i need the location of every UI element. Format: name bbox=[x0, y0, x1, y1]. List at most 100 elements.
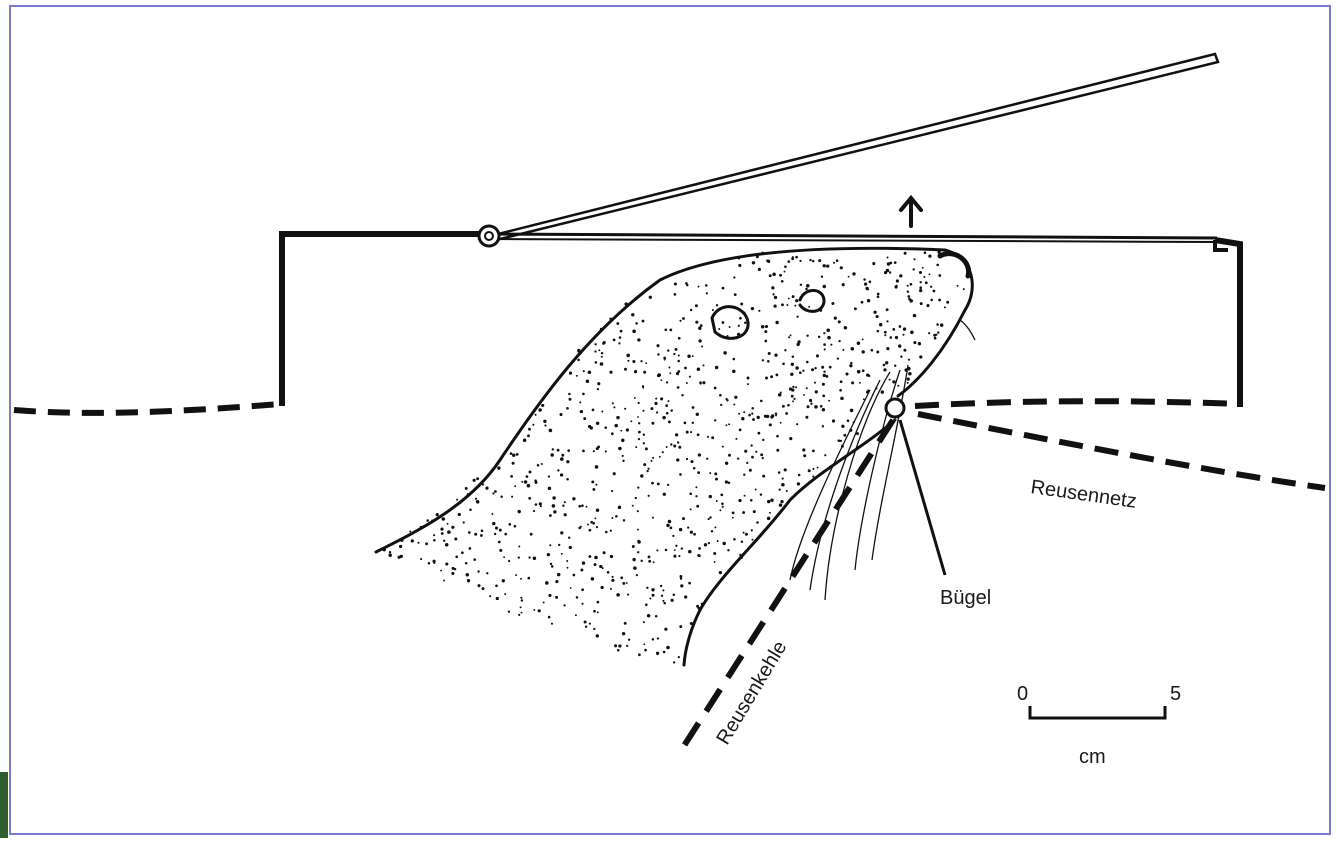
stipple-dot bbox=[836, 259, 839, 262]
stipple-dot bbox=[656, 549, 658, 551]
stipple-dot bbox=[784, 468, 787, 471]
stipple-dot bbox=[752, 418, 755, 421]
stipple-dot bbox=[568, 393, 571, 396]
stipple-dot bbox=[504, 533, 507, 536]
stipple-dot bbox=[580, 526, 582, 528]
stipple-dot bbox=[782, 363, 785, 366]
stipple-dot bbox=[558, 544, 560, 546]
stipple-dot bbox=[592, 488, 595, 491]
stipple-dot bbox=[551, 565, 554, 568]
stipple-dot bbox=[775, 321, 778, 324]
stipple-dot bbox=[593, 610, 596, 613]
stipple-dot bbox=[684, 367, 687, 370]
stipple-dot bbox=[716, 500, 718, 502]
stipple-dot bbox=[823, 285, 826, 288]
stipple-dot bbox=[689, 376, 691, 378]
stipple-dot bbox=[677, 360, 680, 363]
stipple-dot bbox=[779, 503, 783, 507]
stipple-dot bbox=[743, 474, 745, 476]
stipple-dot bbox=[637, 551, 639, 553]
stipple-dot bbox=[693, 533, 696, 536]
stipple-dot bbox=[601, 352, 603, 354]
stipple-dot bbox=[697, 433, 700, 436]
stipple-dot bbox=[761, 325, 765, 329]
stipple-dot bbox=[722, 506, 724, 508]
stipple-dot bbox=[388, 553, 391, 556]
stipple-dot bbox=[739, 429, 742, 432]
stipple-dot bbox=[715, 478, 718, 481]
stipple-dot bbox=[718, 328, 720, 330]
stipple-dot bbox=[665, 404, 668, 407]
stipple-dot bbox=[508, 611, 510, 613]
stipple-dot bbox=[847, 419, 850, 422]
stipple-dot bbox=[716, 304, 718, 306]
stipple-dot bbox=[806, 284, 810, 288]
stipple-dot bbox=[670, 599, 673, 602]
stipple-dot bbox=[389, 551, 391, 553]
stipple-dot bbox=[660, 397, 663, 400]
stipple-dot bbox=[474, 533, 477, 536]
stipple-dot bbox=[765, 377, 768, 380]
label-throat: Reusenkehle bbox=[712, 637, 791, 748]
stipple-dot bbox=[780, 392, 782, 394]
stipple-dot bbox=[826, 264, 829, 267]
stipple-dot bbox=[850, 409, 854, 413]
stipple-dot bbox=[826, 328, 830, 332]
stipple-dot bbox=[875, 387, 877, 389]
stipple-dot bbox=[594, 563, 597, 566]
stipple-dot bbox=[669, 372, 671, 374]
stipple-dot bbox=[862, 369, 865, 372]
stipple-dot bbox=[614, 424, 618, 428]
stipple-dot bbox=[672, 535, 674, 537]
stipple-dot bbox=[788, 336, 790, 338]
stipple-dot bbox=[706, 458, 708, 460]
stipple-dot bbox=[643, 463, 646, 466]
stipple-dot bbox=[595, 465, 599, 469]
stipple-dot bbox=[549, 544, 551, 546]
stipple-dot bbox=[533, 510, 535, 512]
stipple-dot bbox=[561, 553, 563, 555]
stipple-dot bbox=[919, 289, 922, 292]
stipple-dot bbox=[812, 450, 815, 453]
stipple-dot bbox=[656, 344, 659, 347]
stipple-dot bbox=[477, 584, 480, 587]
stipple-dot bbox=[603, 551, 606, 554]
stipple-dot bbox=[792, 295, 795, 298]
stipple-dot bbox=[789, 387, 792, 390]
stipple-dot bbox=[638, 402, 640, 404]
stipple-dot bbox=[503, 556, 505, 558]
stipple-dot bbox=[733, 403, 735, 405]
stipple-dot bbox=[775, 373, 778, 376]
stipple-dot bbox=[620, 330, 623, 333]
stipple-dot bbox=[686, 458, 688, 460]
stipple-dot bbox=[742, 511, 745, 514]
stipple-dot bbox=[643, 621, 645, 623]
stipple-dot bbox=[792, 400, 794, 402]
stipple-dot bbox=[523, 438, 527, 442]
stipple-dot bbox=[447, 530, 451, 534]
stipple-dot bbox=[594, 556, 598, 560]
stipple-dot bbox=[609, 317, 612, 320]
stipple-dot bbox=[528, 497, 531, 500]
stipple-dot bbox=[738, 413, 740, 415]
stipple-dot bbox=[518, 546, 520, 548]
stipple-dot bbox=[638, 422, 640, 424]
stipple-dot bbox=[797, 316, 799, 318]
stipple-dot bbox=[767, 360, 770, 363]
stipple-dot bbox=[564, 501, 566, 503]
stipple-dot bbox=[656, 411, 658, 413]
stipple-dot bbox=[838, 340, 840, 342]
stipple-dot bbox=[829, 366, 832, 369]
stipple-dot bbox=[838, 439, 841, 442]
stipple-dot bbox=[663, 602, 666, 605]
stipple-dot bbox=[797, 482, 800, 485]
stipple-dot bbox=[930, 299, 933, 302]
stipple-dot bbox=[673, 353, 675, 355]
stipple-dot bbox=[601, 586, 604, 589]
stipple-dot bbox=[714, 472, 717, 475]
stipple-dot bbox=[649, 598, 651, 600]
stipple-dot bbox=[618, 342, 620, 344]
stipple-dot bbox=[543, 602, 545, 604]
stipple-dot bbox=[739, 317, 742, 320]
stipple-dot bbox=[409, 530, 411, 532]
